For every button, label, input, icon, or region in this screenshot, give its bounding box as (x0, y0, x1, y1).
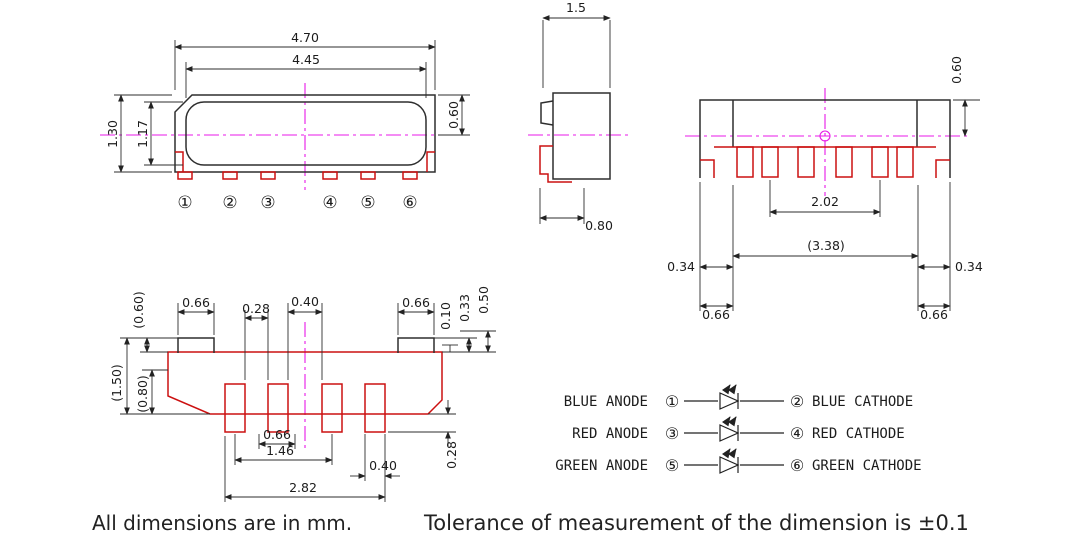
dim-body-height: 1.30 (105, 120, 120, 148)
circuit-row-blue: BLUE ANODE ① ② BLUE CATHODE (564, 384, 913, 411)
bottom-legs (224, 383, 386, 433)
led-symbol (719, 392, 740, 410)
lens-window-outline (185, 101, 427, 166)
led-symbol (719, 424, 740, 442)
anode-pin: ① (665, 392, 679, 411)
pin-2-label: ② (222, 193, 237, 213)
dim-edge-left: 0.34 (667, 259, 695, 274)
dim-step-010: 0.10 (438, 302, 453, 330)
center-mark (819, 130, 831, 142)
cathode-label: GREEN CATHODE (812, 458, 922, 474)
tolerance-note: Tolerance of measurement of the dimensio… (423, 511, 969, 535)
dim-leg-height: 0.28 (444, 441, 459, 469)
pin-4-label: ④ (322, 193, 337, 213)
top-view-dimension-lines (114, 40, 470, 173)
front-view-dimension-lines (699, 99, 980, 311)
dim-center-gap: 0.40 (291, 294, 319, 309)
bottom-hook-left (177, 337, 215, 353)
dim-hook-left-width: 0.66 (182, 295, 210, 310)
dim-depth: 1.5 (566, 0, 586, 15)
dim-pad-right: 0.66 (920, 307, 948, 322)
bottom-view: (0.60) 0.66 0.28 0.40 0.66 0.10 0.33 0.5… (109, 286, 496, 502)
solder-pads (175, 151, 435, 180)
dim-lens-height: 1.17 (135, 120, 150, 148)
cathode-pin: ④ (790, 424, 804, 443)
circuit-row-green: GREEN ANODE ⑤ ⑥ GREEN CATHODE (555, 448, 922, 475)
side-top-pad (540, 100, 554, 126)
pin-numbers: ① ② ③ ④ ⑤ ⑥ (177, 193, 417, 213)
anode-label: RED ANODE (572, 426, 648, 442)
dim-leg-width: 0.40 (369, 458, 397, 473)
footer-notes: All dimensions are in mm. Tolerance of m… (92, 511, 969, 535)
cathode-pin: ⑥ (790, 456, 804, 475)
units-note: All dimensions are in mm. (92, 511, 352, 535)
pin-1-label: ① (177, 193, 192, 213)
dim-lens-width: 4.45 (292, 52, 320, 67)
dim-leg-span-146: 1.46 (266, 443, 294, 458)
top-view: 4.70 4.45 1.30 1.17 0.60 ① ② ③ ④ ⑤ ⑥ (100, 30, 470, 213)
dim-hook-right-width: 0.66 (402, 295, 430, 310)
dim-edge-offset: 0.60 (446, 101, 461, 129)
dim-lead-pitch: 2.02 (811, 194, 839, 209)
dim-step-033: 0.33 (457, 294, 472, 322)
anode-label: BLUE ANODE (564, 394, 648, 410)
led-symbol (719, 456, 740, 474)
front-lead-frame (700, 146, 950, 178)
cathode-pin: ② (790, 392, 804, 411)
side-view-dimension-lines (539, 15, 611, 224)
package-outline (174, 94, 436, 173)
dim-edge-right: 0.34 (955, 259, 983, 274)
pin-3-label: ③ (260, 193, 275, 213)
dim-pad-left: 0.66 (702, 307, 730, 322)
dim-step-050: 0.50 (476, 286, 491, 314)
front-view: 0.60 2.02 (3.38) 0.34 0.34 0.66 0.66 (667, 56, 983, 322)
cathode-label: BLUE CATHODE (812, 394, 913, 410)
anode-pin: ⑤ (665, 456, 679, 475)
side-body-outline (552, 92, 611, 180)
dim-leg-outer-span: 2.82 (289, 480, 317, 495)
dim-lead-span: (3.38) (807, 238, 845, 253)
anode-label: GREEN ANODE (555, 458, 648, 474)
dim-body-height-ref: (1.50) (109, 364, 124, 402)
side-view: 1.5 0.80 (528, 0, 628, 233)
dim-body-width: 4.70 (291, 30, 319, 45)
circuit-diagram: BLUE ANODE ① ② BLUE CATHODE RED ANODE ③ … (555, 384, 922, 475)
front-body-outline (699, 99, 951, 178)
side-bottom-pad (539, 145, 572, 183)
dim-front-height: 0.60 (949, 56, 964, 84)
bottom-view-dimension-lines (120, 303, 496, 502)
dim-slot-gap: 0.28 (242, 301, 270, 316)
circuit-row-red: RED ANODE ③ ④ RED CATHODE (572, 416, 905, 443)
anode-pin: ③ (665, 424, 679, 443)
pin-5-label: ⑤ (360, 193, 375, 213)
bottom-hook-right (397, 337, 435, 353)
dim-pad-depth: 0.80 (585, 218, 613, 233)
dim-hook-ref: (0.60) (131, 291, 146, 329)
dim-lower-height-ref: (0.80) (135, 375, 150, 413)
cathode-label: RED CATHODE (812, 426, 905, 442)
dim-leg-span-066: 0.66 (263, 427, 291, 442)
pin-6-label: ⑥ (402, 193, 417, 213)
